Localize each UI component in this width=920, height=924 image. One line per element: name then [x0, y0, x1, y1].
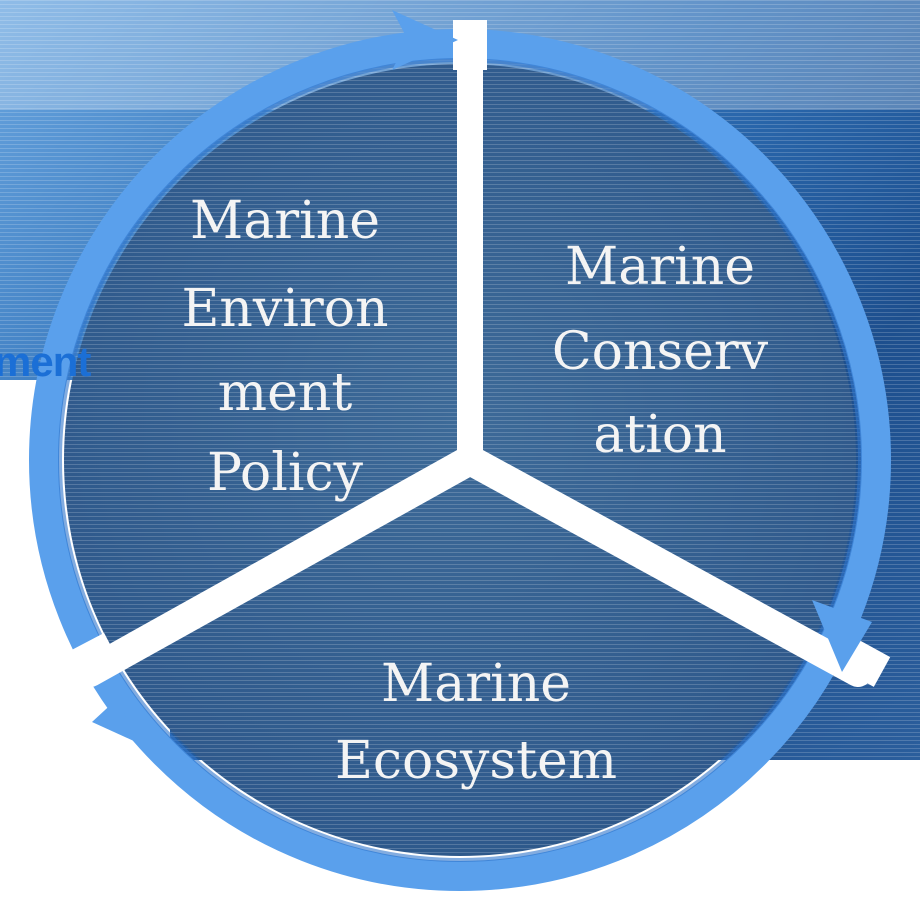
- segment-label-line: Ecosystem: [335, 731, 617, 791]
- segment-ecosystem: Marine Ecosystem: [335, 654, 617, 791]
- segment-label-line: Marine: [565, 237, 755, 297]
- segment-conservation: Marine Conserv ation: [552, 237, 769, 465]
- segment-label-line: Marine: [190, 191, 380, 251]
- segment-label-line: ation: [593, 405, 726, 465]
- segment-separators: [75, 27, 873, 687]
- segment-label-line: Policy: [207, 443, 364, 503]
- segment-label-line: Marine: [381, 654, 571, 714]
- segment-label-line: ment: [218, 363, 353, 423]
- arrow-head-icon: [812, 600, 872, 672]
- segment-label-line: Environ: [181, 279, 388, 339]
- segment-label-line: Conserv: [552, 322, 769, 382]
- arrow-head-icon: [392, 10, 458, 70]
- arrow-head-icon: [92, 698, 136, 742]
- side-label: ment: [0, 338, 91, 385]
- segment-environment-policy: Marine Environ ment Policy: [181, 191, 388, 503]
